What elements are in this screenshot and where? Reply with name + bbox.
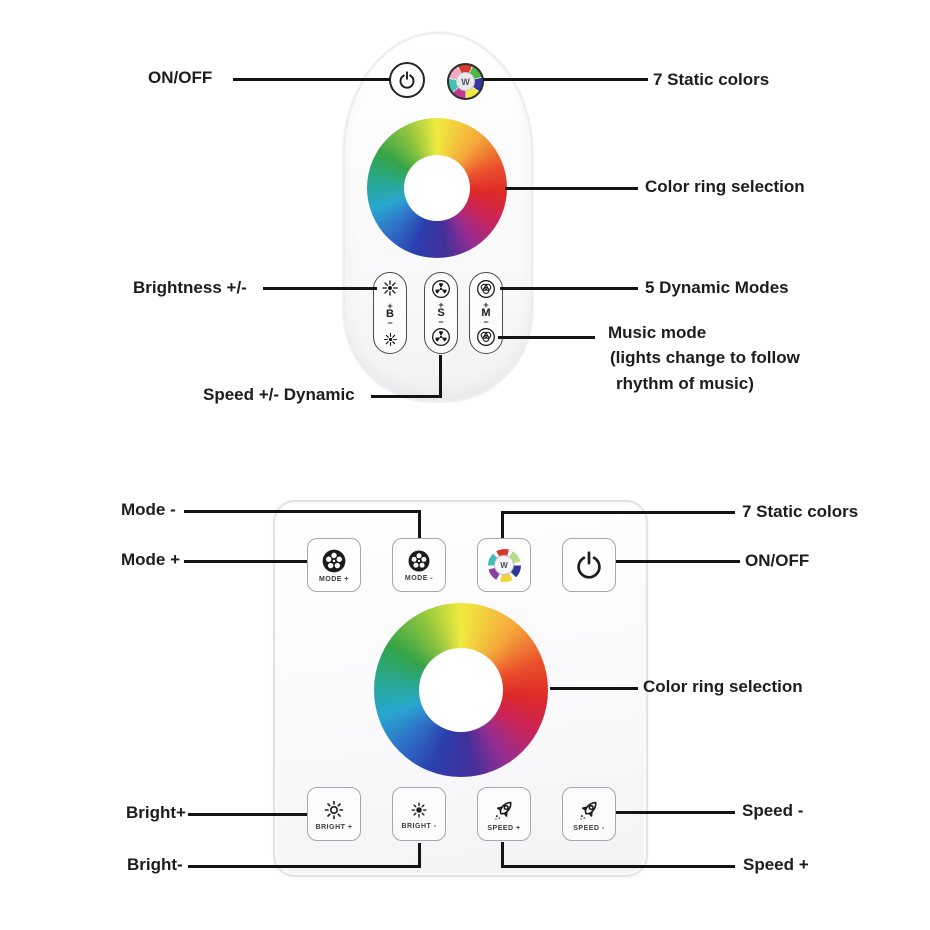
w-label: W <box>456 72 475 91</box>
callout-bright-minus: Bright- <box>127 855 183 874</box>
mode-plus-sign: + <box>483 299 489 310</box>
sun-filled-icon <box>411 801 427 818</box>
panel-power-button <box>562 538 616 592</box>
callout-line <box>263 287 377 290</box>
w-label: W <box>494 555 514 575</box>
film-reel-icon <box>322 549 346 572</box>
callout-line <box>188 865 421 868</box>
callout-on-off: ON/OFF <box>745 551 810 570</box>
speed-minus-sign: − <box>438 316 444 327</box>
callout-mode-plus: Mode + <box>121 550 181 569</box>
mode-letter: M <box>481 306 491 319</box>
button-label: SPEED - <box>573 824 605 832</box>
panel-speed-plus-button: SPEED + <box>477 787 531 841</box>
button-label: MODE + <box>318 575 350 583</box>
mode-minus-sign: − <box>483 316 489 327</box>
callout-music-mode-line3: rhythm of music) <box>616 374 754 393</box>
remote-speed-buttons: + S − <box>424 272 458 354</box>
callout-line <box>616 811 735 814</box>
callout-static-colors: 7 Static colors <box>742 502 859 521</box>
callout-on-off: ON/OFF <box>148 68 213 87</box>
callout-color-ring: Color ring selection <box>643 677 803 696</box>
callout-music-mode-line2: (lights change to follow <box>610 348 800 367</box>
panel-speed-minus-button: SPEED - <box>562 787 616 841</box>
remote-color-ring <box>367 118 507 258</box>
callout-line <box>188 813 307 816</box>
panel-bright-minus-button: BRIGHT - <box>392 787 446 841</box>
color-ring-center <box>404 155 470 221</box>
callout-speed-plus: Speed + <box>743 855 809 874</box>
callout-line <box>501 842 504 868</box>
brightness-minus-sign: − <box>387 318 393 328</box>
callout-speed-minus: Speed - <box>742 801 804 820</box>
callout-line <box>233 78 390 81</box>
callout-music-mode: Music mode <box>608 323 707 342</box>
brightness-letter: B <box>386 308 394 320</box>
callout-mode-minus: Mode - <box>121 500 176 519</box>
callout-speed-dynamic: Speed +/- Dynamic <box>203 385 355 404</box>
callout-line <box>550 687 638 690</box>
callout-line <box>418 510 421 538</box>
remote-brightness-buttons: + B − <box>373 272 407 354</box>
remote-static-colors-button: W <box>447 63 484 100</box>
speed-letter: S <box>437 306 445 319</box>
callout-line <box>483 78 648 81</box>
button-label: MODE - <box>404 574 434 582</box>
callout-line <box>501 511 735 514</box>
callout-line <box>498 336 595 339</box>
fan-icon <box>432 280 450 298</box>
callout-line <box>184 510 421 513</box>
sun-outline-icon <box>324 800 344 819</box>
panel-mode-minus-button: MODE - <box>392 538 446 592</box>
callout-color-ring: Color ring selection <box>645 177 805 196</box>
callout-brightness: Brightness +/- <box>133 278 247 297</box>
brightness-plus-sign: + <box>387 301 393 311</box>
venn-icon <box>477 280 495 298</box>
callout-line <box>184 560 307 563</box>
panel-mode-plus-button: MODE + <box>307 538 361 592</box>
button-label: SPEED + <box>487 824 521 832</box>
power-icon <box>399 71 415 89</box>
panel-color-ring <box>374 603 548 777</box>
callout-line <box>500 287 638 290</box>
callout-dynamic-modes: 5 Dynamic Modes <box>645 278 789 297</box>
button-label: BRIGHT + <box>315 823 353 831</box>
panel-static-colors-button: W <box>477 538 531 592</box>
button-label: BRIGHT - <box>401 822 437 830</box>
film-reel-icon <box>408 550 430 571</box>
sun-icon <box>383 333 397 346</box>
callout-line <box>505 187 638 190</box>
callout-static-colors: 7 Static colors <box>653 70 770 89</box>
remote-mode-buttons: + M − <box>469 272 503 354</box>
color-segments-icon: W <box>487 548 521 582</box>
callout-line <box>501 512 504 538</box>
color-ring-center <box>419 648 503 732</box>
callout-line <box>616 560 740 563</box>
speed-plus-sign: + <box>438 299 444 310</box>
panel-bright-plus-button: BRIGHT + <box>307 787 361 841</box>
callout-line <box>439 355 442 398</box>
callout-line <box>501 865 735 868</box>
venn-icon <box>477 328 495 346</box>
callout-line <box>371 395 442 398</box>
rocket-icon <box>580 801 597 820</box>
rocket-icon <box>495 801 512 820</box>
fan-icon <box>432 328 450 346</box>
callout-bright-plus: Bright+ <box>126 803 186 822</box>
sun-icon <box>382 280 398 296</box>
remote-power-button <box>389 62 425 98</box>
callout-line <box>418 843 421 868</box>
power-icon <box>577 551 601 579</box>
